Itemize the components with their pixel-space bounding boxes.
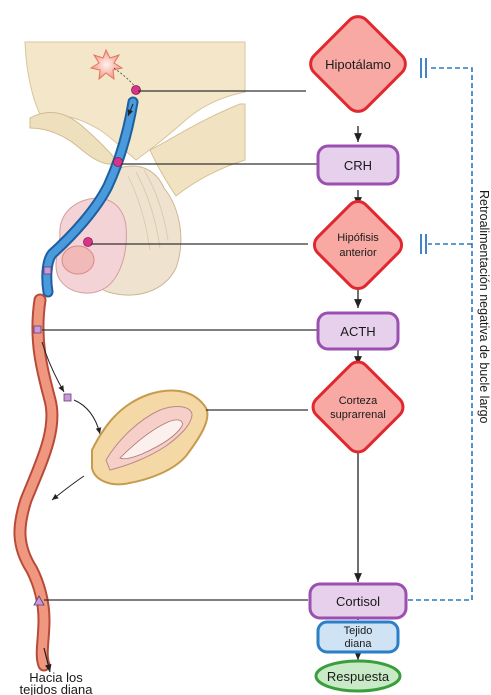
node-response: Respuesta <box>316 661 400 691</box>
acth-molecule <box>44 267 51 274</box>
node-adrenal-cortex: Corteza suprarrenal <box>309 358 408 457</box>
node-crh: CRH <box>318 146 398 184</box>
node-label: Hipófisis <box>337 232 379 244</box>
node-label: Respuesta <box>327 669 390 684</box>
blood-vessel <box>20 300 52 665</box>
negative-feedback-loop: Retroalimentación negativa de bucle larg… <box>408 58 491 600</box>
node-label: suprarrenal <box>330 409 386 421</box>
node-label: diana <box>345 638 373 650</box>
node-label: Cortisol <box>336 594 380 609</box>
crh-molecule <box>84 238 93 247</box>
anatomy-illustration <box>20 42 245 672</box>
pituitary-nucleus <box>62 246 94 274</box>
node-hypothalamus: Hipotálamo <box>306 12 411 117</box>
node-label: ACTH <box>340 324 375 339</box>
target-label-line-2: tejidos diana <box>20 682 94 695</box>
crh-molecule <box>132 86 141 95</box>
crh-molecule <box>114 158 123 167</box>
node-label: CRH <box>344 158 372 173</box>
feedback-line <box>408 68 472 600</box>
flow-arrow <box>74 400 100 434</box>
node-acth: ACTH <box>318 313 398 349</box>
node-label: Hipotálamo <box>325 57 391 72</box>
node-anterior-pituitary: Hipófisis anterior <box>310 197 406 293</box>
node-cortisol: Cortisol <box>310 584 406 618</box>
inhibition-mark <box>421 234 426 254</box>
acth-molecule <box>64 394 71 401</box>
node-label: anterior <box>339 247 377 259</box>
inhibition-mark <box>421 58 426 78</box>
target-tissues-label: Hacia los tejidos diana <box>20 670 94 695</box>
acth-molecule <box>34 326 41 333</box>
node-label: Tejido <box>344 625 373 637</box>
feedback-label: Retroalimentación negativa de bucle larg… <box>477 190 491 424</box>
node-label: Corteza <box>339 395 378 407</box>
node-target-tissue: Tejido diana <box>318 622 398 652</box>
flow-arrow <box>52 476 84 500</box>
